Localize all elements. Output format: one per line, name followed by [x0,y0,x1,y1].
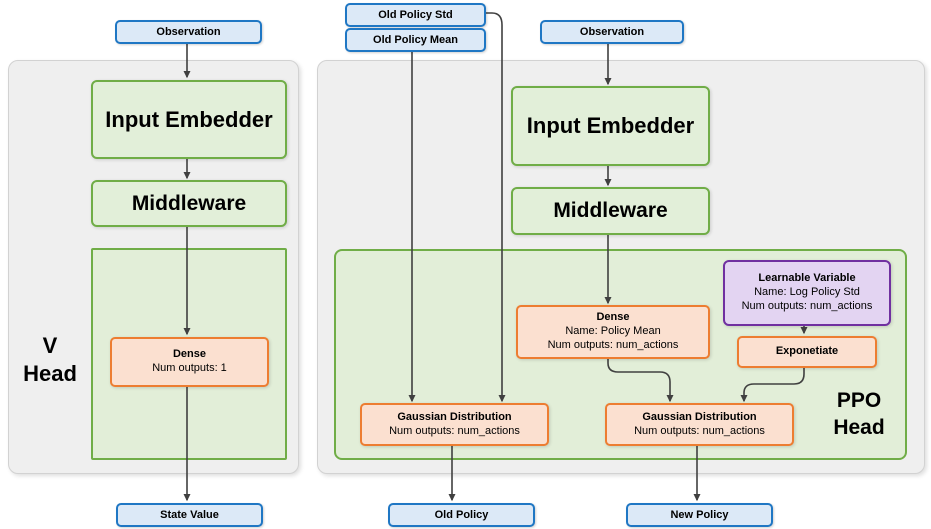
ppo-head-title-line2: Head [833,415,885,439]
v-head-title-line1: V [42,333,58,358]
output-new-policy[interactable]: New Policy [626,503,773,527]
gaussian-new-detail: Num outputs: num_actions [634,424,765,437]
ppo-dense-title: Dense [596,311,630,324]
ppo-head-dense-policy-mean[interactable]: Dense Name: Policy Mean Num outputs: num… [516,305,710,359]
v-head-dense-detail: Num outputs: 1 [152,362,227,374]
ppo-head-gaussian-old[interactable]: Gaussian Distribution Num outputs: num_a… [360,403,549,446]
ppo-dense-detail-outputs: Num outputs: num_actions [547,338,679,351]
ppo-head-gaussian-new[interactable]: Gaussian Distribution Num outputs: num_a… [605,403,794,446]
v-head-middleware[interactable]: Middleware [91,180,287,227]
output-old-policy[interactable]: Old Policy [388,503,535,527]
ppo-head-exponentiate[interactable]: Exponetiate [737,336,877,368]
ppo-dense-detail-name: Name: Policy Mean [565,325,661,338]
input-old-policy-mean[interactable]: Old Policy Mean [345,28,486,52]
v-head-title: V Head [14,332,86,388]
v-head-dense-title: Dense [172,348,207,361]
learnable-variable-detail-outputs: Num outputs: num_actions [741,299,873,312]
gaussian-new-title: Gaussian Distribution [642,410,757,423]
v-head-input-embedder[interactable]: Input Embedder [91,80,287,159]
v-head-title-line2: Head [23,361,77,387]
ppo-head-title-line1: PPO [836,389,882,412]
learnable-variable-title: Learnable Variable [758,272,856,285]
gaussian-old-title: Gaussian Distribution [397,410,512,423]
input-observation-left[interactable]: Observation [115,20,262,44]
ppo-head-middleware[interactable]: Middleware [511,187,710,235]
v-head-dense[interactable]: Dense Num outputs: 1 [110,337,269,387]
output-state-value[interactable]: State Value [116,503,263,527]
learnable-variable-detail-name: Name: Log Policy Std [754,286,860,299]
ppo-head-input-embedder[interactable]: Input Embedder [511,86,710,166]
exponentiate-title: Exponetiate [775,345,839,358]
input-observation-right[interactable]: Observation [540,20,684,44]
input-old-policy-std[interactable]: Old Policy Std [345,3,486,27]
ppo-head-learnable-variable[interactable]: Learnable Variable Name: Log Policy Std … [723,260,891,326]
ppo-head-title: PPO Head [820,388,898,442]
gaussian-old-detail: Num outputs: num_actions [389,424,520,437]
